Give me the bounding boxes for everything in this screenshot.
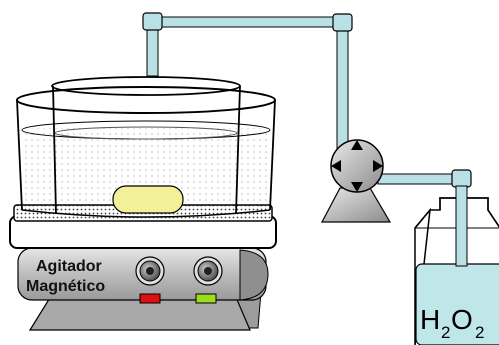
pump-roller (373, 160, 383, 172)
tube-segment (146, 25, 159, 77)
tube-segment (455, 185, 468, 267)
tube-segment (155, 16, 337, 28)
pipe-joint-icon (451, 169, 472, 188)
formula-sub-2: 2 (475, 323, 484, 342)
bottle-shoulder (414, 197, 499, 229)
tube-segment (377, 173, 457, 185)
indicator-green (195, 293, 217, 304)
stirrer-label-line1: Agitador (36, 258, 102, 275)
indicator-red (139, 293, 161, 304)
pump-roller (351, 140, 363, 150)
bath-rim (16, 86, 276, 114)
reactor-rim (51, 76, 241, 96)
reactor-surface (54, 126, 238, 140)
formula-h: H (420, 304, 440, 335)
formula-sub-1: 2 (441, 323, 450, 342)
tube-segment (336, 27, 349, 149)
pipe-joint-icon (332, 13, 353, 32)
stirrer-label-line2: Magnético (26, 278, 105, 295)
pump-roller (331, 160, 341, 172)
magnetic-stirrer: Agitador Magnético (9, 204, 277, 331)
pipe-joint-icon (142, 12, 163, 31)
formula-o: O (451, 304, 473, 335)
beaker (16, 76, 276, 218)
stir-bar (112, 185, 184, 214)
bath-wall (16, 99, 276, 211)
pump-roller (351, 182, 363, 192)
bath-bottom (21, 209, 271, 218)
stirrer-side (239, 249, 269, 301)
pump-stand (321, 187, 392, 223)
reagent-bottle: H 2 O 2 (414, 185, 499, 345)
knob-icon[interactable] (193, 256, 223, 286)
reactor-wall (52, 85, 241, 215)
knob-icon[interactable] (135, 256, 165, 286)
peristaltic-pump-icon (321, 139, 392, 223)
